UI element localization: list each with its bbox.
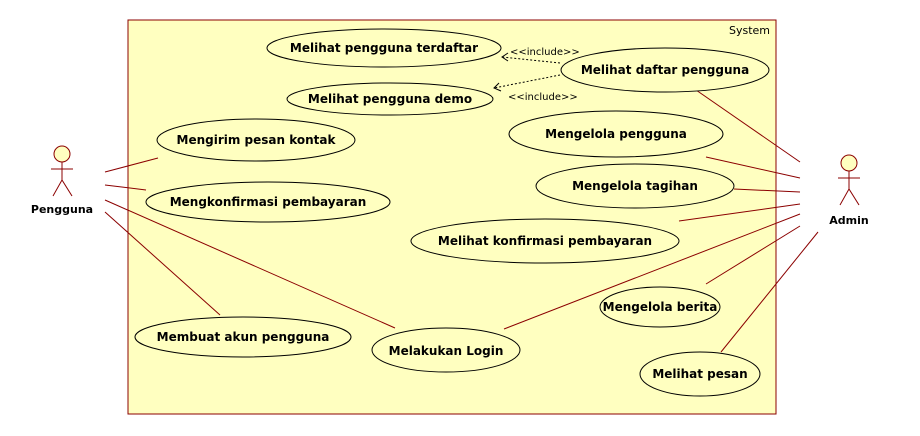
svg-text:Mengirim pesan kontak: Mengirim pesan kontak bbox=[177, 133, 337, 147]
admin-associations bbox=[503, 89, 819, 353]
svg-text:Mengkonfirmasi pembayaran: Mengkonfirmasi pembayaran bbox=[170, 195, 367, 209]
actor-admin-label: Admin bbox=[829, 214, 868, 227]
actor-pengguna-label: Pengguna bbox=[31, 203, 93, 216]
assoc-pengguna-login bbox=[104, 199, 396, 329]
include-arrowhead-terdaftar bbox=[501, 52, 509, 62]
include-line-terdaftar bbox=[501, 56, 561, 64]
svg-text:Melihat pengguna demo: Melihat pengguna demo bbox=[308, 92, 472, 106]
svg-text:Mengelola berita: Mengelola berita bbox=[603, 300, 718, 314]
actor-admin-leg-left bbox=[839, 188, 850, 206]
svg-text:Membuat akun pengguna: Membuat akun pengguna bbox=[157, 330, 330, 344]
svg-text:Melakukan Login: Melakukan Login bbox=[389, 344, 504, 358]
use-case-melihat-konfirmasi-pembayaran: Melihat konfirmasi pembayaran bbox=[410, 218, 680, 264]
assoc-admin-pesan bbox=[720, 231, 819, 353]
include-arrowhead-demo bbox=[493, 82, 502, 92]
assoc-admin-login bbox=[503, 213, 801, 330]
actor-pengguna bbox=[51, 145, 73, 197]
actor-admin-leg-right bbox=[848, 188, 860, 206]
use-case-melihat-pengguna-terdaftar: Melihat pengguna terdaftar bbox=[266, 28, 502, 68]
svg-text:Melihat daftar pengguna: Melihat daftar pengguna bbox=[581, 63, 749, 77]
use-case-mengelola-pengguna: Mengelola pengguna bbox=[508, 110, 724, 158]
svg-text:Melihat pengguna terdaftar: Melihat pengguna terdaftar bbox=[290, 41, 478, 55]
actor-pengguna-head bbox=[53, 145, 71, 163]
include-label-2: <<include>> bbox=[508, 92, 578, 103]
assoc-admin-mengelola-pengguna bbox=[705, 156, 801, 179]
assoc-pengguna-membuat-akun bbox=[104, 211, 221, 316]
use-case-melihat-pesan: Melihat pesan bbox=[639, 351, 761, 397]
use-case-melihat-daftar-pengguna: Melihat daftar pengguna bbox=[560, 47, 770, 93]
include-label-1: <<include>> bbox=[510, 47, 580, 58]
use-case-membuat-akun-pengguna: Membuat akun pengguna bbox=[134, 316, 352, 358]
assoc-pengguna-mengkonfirmasi bbox=[104, 184, 147, 191]
assoc-pengguna-mengirim-pesan bbox=[104, 157, 159, 173]
assoc-admin-daftar-pengguna bbox=[695, 89, 801, 163]
svg-text:Mengelola tagihan: Mengelola tagihan bbox=[572, 179, 698, 193]
assoc-admin-mengelola-tagihan bbox=[733, 188, 801, 193]
actor-admin-head bbox=[840, 154, 858, 172]
svg-text:Melihat pesan: Melihat pesan bbox=[652, 367, 747, 381]
use-case-mengelola-tagihan: Mengelola tagihan bbox=[535, 163, 735, 209]
assoc-admin-konfirmasi bbox=[678, 203, 801, 222]
use-case-mengelola-berita: Mengelola berita bbox=[599, 286, 721, 328]
pengguna-associations bbox=[104, 157, 396, 329]
actor-pengguna-leg-left bbox=[52, 179, 63, 197]
use-case-melakukan-login: Melakukan Login bbox=[371, 327, 521, 373]
use-case-mengirim-pesan-kontak: Mengirim pesan kontak bbox=[156, 118, 356, 162]
include-line-demo bbox=[493, 74, 561, 89]
actor-pengguna-leg-right bbox=[61, 179, 73, 197]
system-title: System bbox=[729, 24, 770, 37]
use-case-mengkonfirmasi-pembayaran: Mengkonfirmasi pembayaran bbox=[145, 181, 391, 223]
use-case-melihat-pengguna-demo: Melihat pengguna demo bbox=[286, 82, 494, 116]
svg-text:Melihat konfirmasi pembayaran: Melihat konfirmasi pembayaran bbox=[438, 234, 652, 248]
assoc-admin-berita bbox=[705, 225, 801, 285]
svg-text:Mengelola pengguna: Mengelola pengguna bbox=[545, 127, 687, 141]
actor-admin bbox=[838, 154, 860, 206]
include-dependencies bbox=[493, 52, 561, 92]
